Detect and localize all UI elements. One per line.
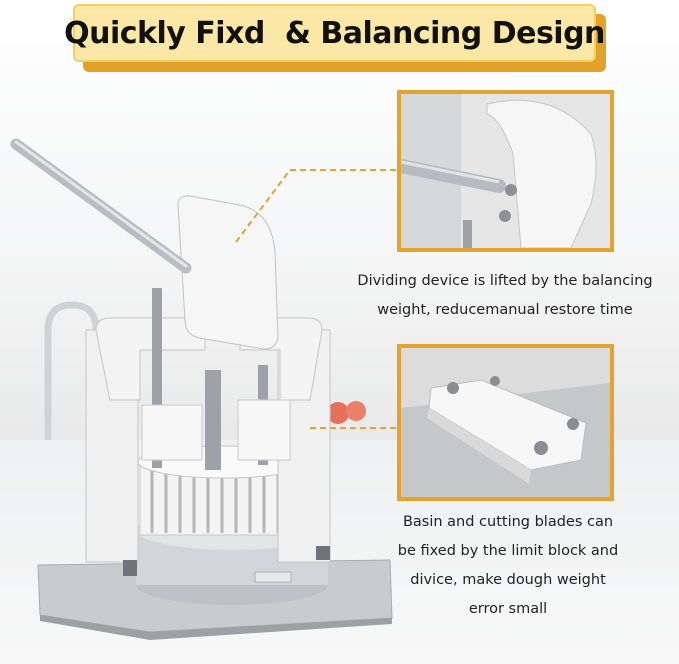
lever-handle	[10, 138, 192, 274]
caption-line: error small	[468, 601, 548, 617]
dashed-leader-line	[235, 169, 397, 243]
faucet-shape	[44, 301, 100, 440]
caption-line: Dividing device is lifted by the balanci…	[357, 273, 653, 289]
tomato-shape	[327, 402, 349, 424]
caption-line: divice, make dough weight	[410, 572, 606, 588]
caption-limit-block: Basin and cutting blades can be fixed by…	[368, 508, 648, 624]
center-shaft	[205, 370, 221, 470]
title-banner: Quickly Fixd & Balancing Design	[64, 4, 606, 72]
detail-inset-limit-block	[397, 344, 614, 501]
caption-balancing: Dividing device is lifted by the balanci…	[335, 267, 675, 325]
left-frame-arm	[95, 317, 206, 401]
page-title: Quickly Fixd & Balancing Design	[64, 15, 605, 51]
limit-block	[254, 571, 292, 583]
detail-inset-balancing-arm	[397, 90, 614, 252]
balancing-weight	[177, 195, 279, 350]
press-block	[237, 399, 291, 461]
tomato-shape	[346, 401, 366, 421]
caption-line: be fixed by the limit block and	[397, 543, 619, 559]
press-block	[141, 404, 203, 461]
title-banner-box: Quickly Fixd & Balancing Design	[64, 4, 605, 62]
base-plate-edge	[40, 615, 392, 640]
foot-bolt	[123, 560, 137, 576]
caption-line: weight, reducemanual restore time	[377, 302, 633, 318]
foot-bolt	[316, 546, 330, 560]
guide-rod	[152, 288, 162, 468]
caption-line: Basin and cutting blades can	[402, 514, 614, 530]
